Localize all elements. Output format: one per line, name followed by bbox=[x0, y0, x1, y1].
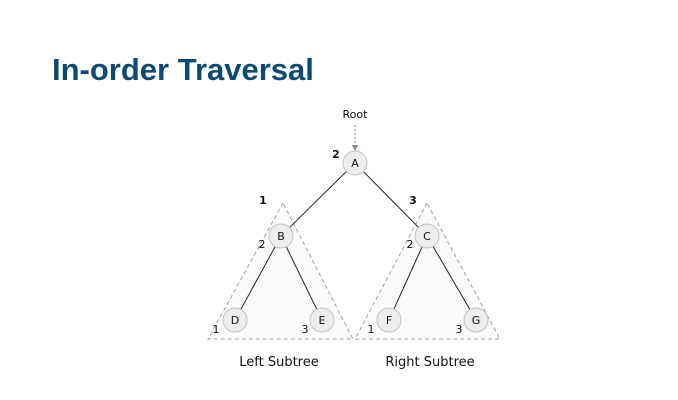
node-label-A: A bbox=[351, 157, 359, 170]
node-circle-C bbox=[414, 223, 440, 249]
node-circle-G bbox=[463, 307, 489, 333]
tree-nodes: A B C D E F G bbox=[222, 150, 489, 333]
node-circle-D bbox=[222, 307, 248, 333]
right-subtree-label: Right Subtree bbox=[385, 355, 474, 370]
node-label-G: G bbox=[472, 314, 481, 327]
tree-node-G: G bbox=[463, 307, 489, 333]
right-subtree-region bbox=[354, 201, 501, 340]
edge-A-C bbox=[363, 171, 419, 228]
order-label-E: 3 bbox=[302, 323, 309, 336]
order-label-F: 1 bbox=[368, 323, 375, 336]
edge-C-F bbox=[393, 246, 423, 310]
tree-node-E: E bbox=[309, 307, 335, 333]
node-circle-E bbox=[309, 307, 335, 333]
node-label-E: E bbox=[319, 314, 326, 327]
edge-A-B bbox=[289, 171, 347, 228]
left-subtree-order: 1 bbox=[259, 194, 267, 207]
order-label-D: 1 bbox=[213, 323, 220, 336]
slide-title: In-order Traversal bbox=[52, 52, 314, 87]
order-label-G: 3 bbox=[456, 323, 463, 336]
edge-B-D bbox=[240, 246, 276, 310]
tree-node-D: D bbox=[222, 307, 248, 333]
root-label: Root bbox=[343, 108, 369, 121]
left-subtree-label: Left Subtree bbox=[239, 355, 319, 370]
tree-node-F: F bbox=[376, 307, 402, 333]
node-circle-A bbox=[342, 150, 368, 176]
edge-B-E bbox=[285, 246, 318, 310]
node-circle-F bbox=[376, 307, 402, 333]
node-label-B: B bbox=[277, 230, 285, 243]
left-subtree-region bbox=[207, 201, 354, 340]
tree-node-A: A bbox=[342, 150, 368, 176]
edge-C-G bbox=[432, 246, 471, 310]
order-label-C: 2 bbox=[407, 238, 414, 251]
tree-node-C: C bbox=[414, 223, 440, 249]
node-label-C: C bbox=[423, 230, 431, 243]
tree-node-B: B bbox=[268, 223, 294, 249]
order-label-A: 2 bbox=[332, 148, 340, 161]
right-subtree-order: 3 bbox=[409, 194, 417, 207]
tree-edges bbox=[240, 171, 471, 310]
order-label-B: 2 bbox=[259, 238, 266, 251]
node-circle-B bbox=[268, 223, 294, 249]
node-label-D: D bbox=[231, 314, 239, 327]
node-label-F: F bbox=[386, 314, 392, 327]
